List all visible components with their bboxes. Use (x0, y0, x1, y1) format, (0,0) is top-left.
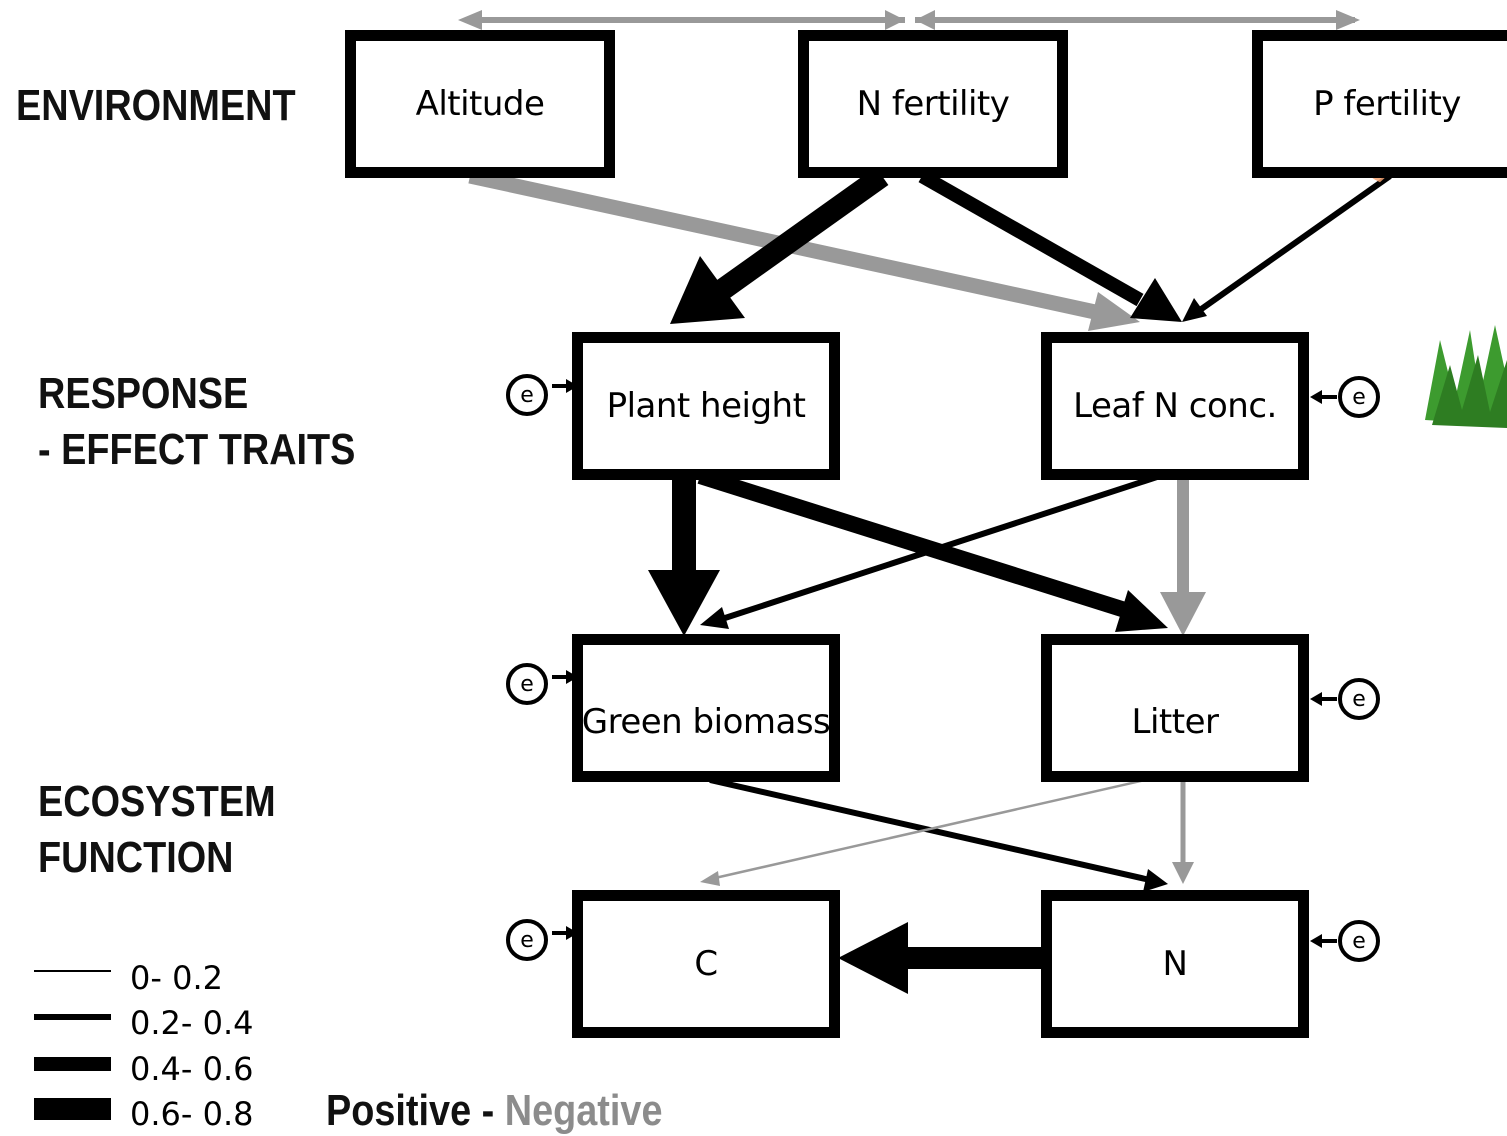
node-n: N (1041, 890, 1309, 1038)
level-ecosystem-label-2: FUNCTION (38, 833, 234, 882)
error-term-litter: e (1338, 678, 1380, 720)
legend-line-medium (34, 1014, 111, 1020)
arrow-nfert-plantheight (670, 167, 889, 324)
sign-separator: - (471, 1086, 505, 1135)
legend-line-very-thick (34, 1098, 111, 1120)
node-green-biomass: Green biomass (572, 634, 840, 782)
node-plant-height: Plant height (572, 332, 840, 480)
corr-head-mid-right (915, 10, 935, 30)
legend-line-thick (34, 1057, 111, 1071)
arrow-altitude-leafn (468, 168, 1140, 331)
legend-label: 0.6- 0.8 (130, 1095, 254, 1133)
corr-head-left (458, 10, 482, 30)
legend-label: 0.2- 0.4 (130, 1004, 254, 1042)
arrow-n-c (838, 922, 1045, 994)
error-term-green-biomass: e (506, 663, 548, 705)
node-litter: Litter (1041, 634, 1309, 782)
legend-label: 0.4- 0.6 (130, 1050, 254, 1088)
level-environment-label: ENVIRONMENT (16, 81, 296, 130)
node-c: C (572, 890, 840, 1038)
error-term-c: e (506, 919, 548, 961)
corr-head-right (1336, 10, 1360, 30)
arrow-plantheight-greenbiomass (648, 476, 720, 636)
env-correlation-arrows (458, 10, 1360, 30)
corr-head-mid-left (885, 10, 905, 30)
node-p-fertility: P fertility (1252, 30, 1507, 178)
arrow-plantheight-litter (697, 468, 1168, 632)
node-leaf-n-conc: Leaf N conc. (1041, 332, 1309, 480)
positive-label: Positive (326, 1086, 472, 1135)
arrow-litter-n (1172, 780, 1194, 884)
node-altitude: Altitude (345, 30, 615, 178)
level-response-label-1: RESPONSE (38, 369, 249, 418)
error-term-n: e (1338, 920, 1380, 962)
error-term-plant-height: e (506, 374, 548, 416)
sign-legend: Positive - Negative (326, 1086, 663, 1136)
level-ecosystem-label-1: ECOSYSTEM (38, 777, 276, 826)
negative-label: Negative (504, 1086, 663, 1135)
legend-line-thin (34, 970, 111, 972)
grass-icon (1425, 325, 1507, 428)
arrow-nfert-leafn (918, 169, 1182, 322)
arrow-litter-c (700, 778, 1146, 886)
arrow-greenbiomass-n (709, 777, 1168, 892)
arrow-leafn-litter (1160, 476, 1206, 636)
arrow-leafn-greenbiomass (700, 473, 1161, 629)
legend-label: 0- 0.2 (130, 959, 223, 997)
node-n-fertility: N fertility (798, 30, 1068, 178)
arrow-pfert-leafn (1182, 173, 1392, 322)
error-term-leaf-n: e (1338, 376, 1380, 418)
level-response-label-2: - EFFECT TRAITS (38, 425, 356, 474)
